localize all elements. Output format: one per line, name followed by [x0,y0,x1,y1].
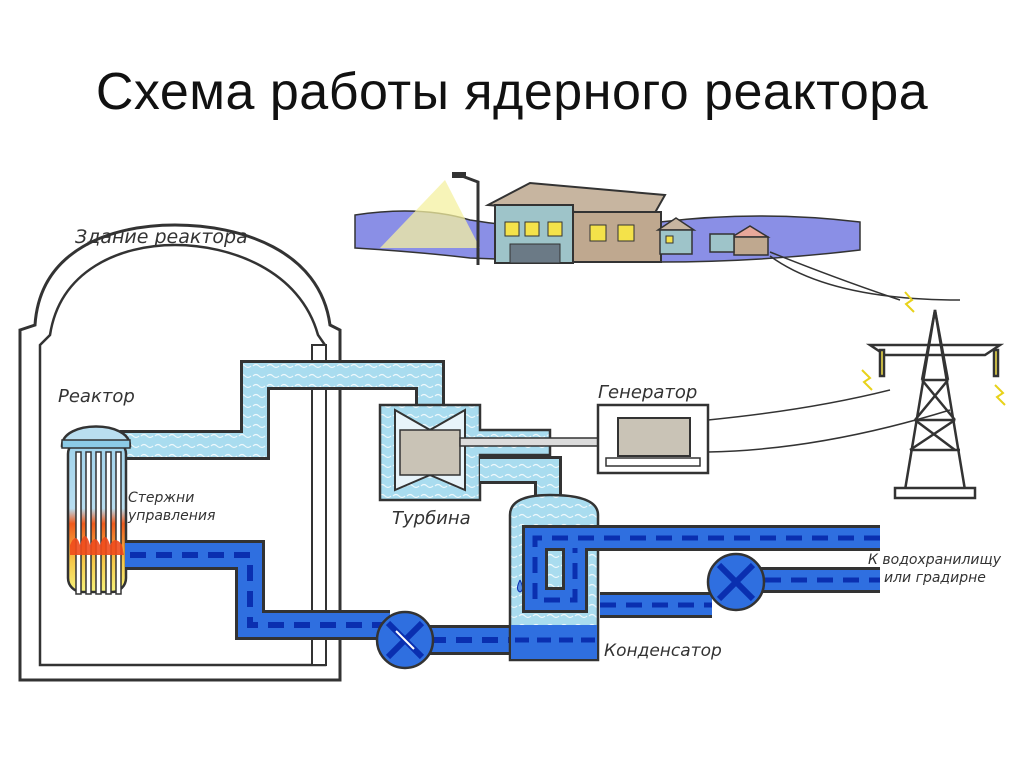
label-reservoir-line2: или градирне [884,570,986,586]
steam-pipe [120,360,445,460]
power-line [769,255,961,301]
turbine-shaft [459,437,621,447]
pump-icon [375,610,435,670]
house-icon [655,217,697,255]
label-building: Здание реактора [75,226,248,248]
spark-icon [861,291,1006,406]
generator [596,403,710,475]
street-lamp-icon [452,172,480,265]
label-condenser: Конденсатор [604,641,722,661]
reactor-vessel [60,425,132,595]
reactor-flame [70,536,124,555]
house-icon [709,225,771,256]
turbine [378,403,552,502]
label-rods-line1: Стержни [128,490,194,506]
label-reactor: Реактор [58,386,135,407]
slide-title: Схема работы ядерного реактора [95,63,929,121]
primary-coolant-loop [125,540,520,655]
label-reservoir-line1: К водохранилищу [868,552,1002,568]
cooling-water-loop [522,525,880,618]
pump-icon [706,552,766,612]
power-line [707,389,891,421]
label-turbine: Турбина [392,508,471,529]
control-rods [75,451,122,595]
power-tower-icon [865,309,1005,500]
label-generator: Генератор [598,382,697,403]
house-icon [484,181,667,264]
exhaust-steam-pipe [480,456,562,505]
label-rods-line2: управления [127,508,215,524]
power-line [769,251,901,301]
